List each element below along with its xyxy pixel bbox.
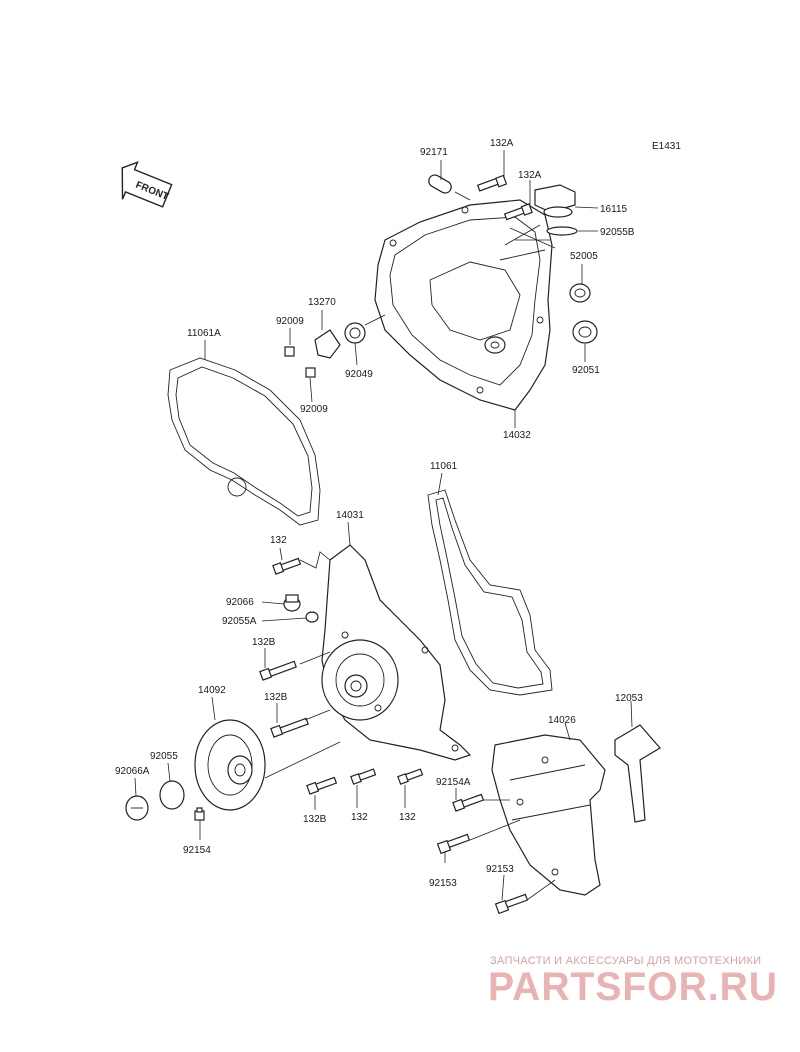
label-13270: 13270 (308, 297, 336, 308)
bolt-132b-1 (259, 660, 297, 681)
watermark-tagline: ЗАПЧАСТИ И АКСЕССУАРЫ ДЛЯ МОТОТЕХНИКИ (490, 955, 761, 967)
gasket-11061 (427, 489, 553, 696)
label-132b-1: 132B (252, 637, 276, 648)
plate-13270 (314, 329, 341, 359)
filler-cap (534, 184, 576, 218)
label-132a-1: 132A (490, 138, 514, 149)
screw-92009-2 (305, 367, 316, 378)
bearing-52005 (569, 283, 591, 303)
label-92154: 92154 (183, 845, 211, 856)
diagram-code: E1431 (652, 141, 681, 152)
part-labels: 92171 132A 132A 16115 92055B 52005 92051… (115, 138, 643, 889)
label-92055b: 92055B (600, 227, 635, 238)
seal-92051 (572, 320, 598, 344)
front-arrow-icon: FRONT (121, 160, 173, 208)
clutch-cover (374, 199, 553, 411)
plug-92066 (283, 594, 301, 612)
label-92171: 92171 (420, 147, 448, 158)
bolt-132-2 (350, 768, 377, 785)
sprocket-cover-14026 (491, 734, 606, 896)
label-14032: 14032 (503, 430, 531, 441)
bolt-132-top (272, 557, 302, 575)
label-92154a: 92154A (436, 777, 471, 788)
label-132b-2: 132B (264, 692, 288, 703)
label-52005: 52005 (570, 251, 598, 262)
bolt-132a-2 (503, 203, 533, 221)
screw-92154 (194, 807, 205, 821)
leader-lines (134, 150, 633, 901)
label-92153-2: 92153 (486, 864, 514, 875)
label-132b-3: 132B (303, 814, 327, 825)
label-92051: 92051 (572, 365, 600, 376)
bolt-92153-2 (494, 893, 529, 915)
label-14026: 14026 (548, 715, 576, 726)
label-92009-2: 92009 (300, 404, 328, 415)
watermark-brand: PARTSFOR.RU (488, 965, 778, 1009)
hanger-part (428, 174, 471, 201)
seal-92049 (344, 322, 366, 344)
label-92009-1: 92009 (276, 316, 304, 327)
cover-14092 (194, 719, 266, 811)
label-92049: 92049 (345, 369, 373, 380)
bolt-92153-1 (436, 833, 471, 855)
label-92066a: 92066A (115, 766, 150, 777)
label-92055: 92055 (150, 751, 178, 762)
screw-92009-1 (284, 346, 295, 357)
bracket-12053 (614, 724, 661, 823)
label-11061: 11061 (430, 461, 458, 472)
o-ring-92055b (546, 226, 578, 236)
o-ring-92055a (305, 611, 319, 623)
gasket-11061a (167, 357, 321, 526)
label-132-3: 132 (399, 812, 416, 823)
cap-92066a (125, 795, 149, 821)
label-92066: 92066 (226, 597, 254, 608)
label-14092: 14092 (198, 685, 226, 696)
label-14031: 14031 (336, 510, 364, 521)
bolt-92154a (452, 793, 485, 812)
label-132-1: 132 (270, 535, 287, 546)
label-16115: 16115 (600, 204, 628, 215)
bolt-132b-2 (270, 717, 309, 738)
label-132a-2: 132A (518, 170, 542, 181)
label-132-2: 132 (351, 812, 368, 823)
o-ring-92055 (159, 780, 185, 810)
bolt-132-3 (397, 768, 424, 785)
label-92153-1: 92153 (429, 878, 457, 889)
bolt-132a-1 (476, 174, 508, 192)
bolt-132b-3 (306, 776, 338, 795)
generator-cover-14031 (321, 544, 472, 761)
label-12053: 12053 (615, 693, 643, 704)
label-11061a: 11061A (187, 328, 221, 339)
label-92055a: 92055A (222, 616, 257, 627)
